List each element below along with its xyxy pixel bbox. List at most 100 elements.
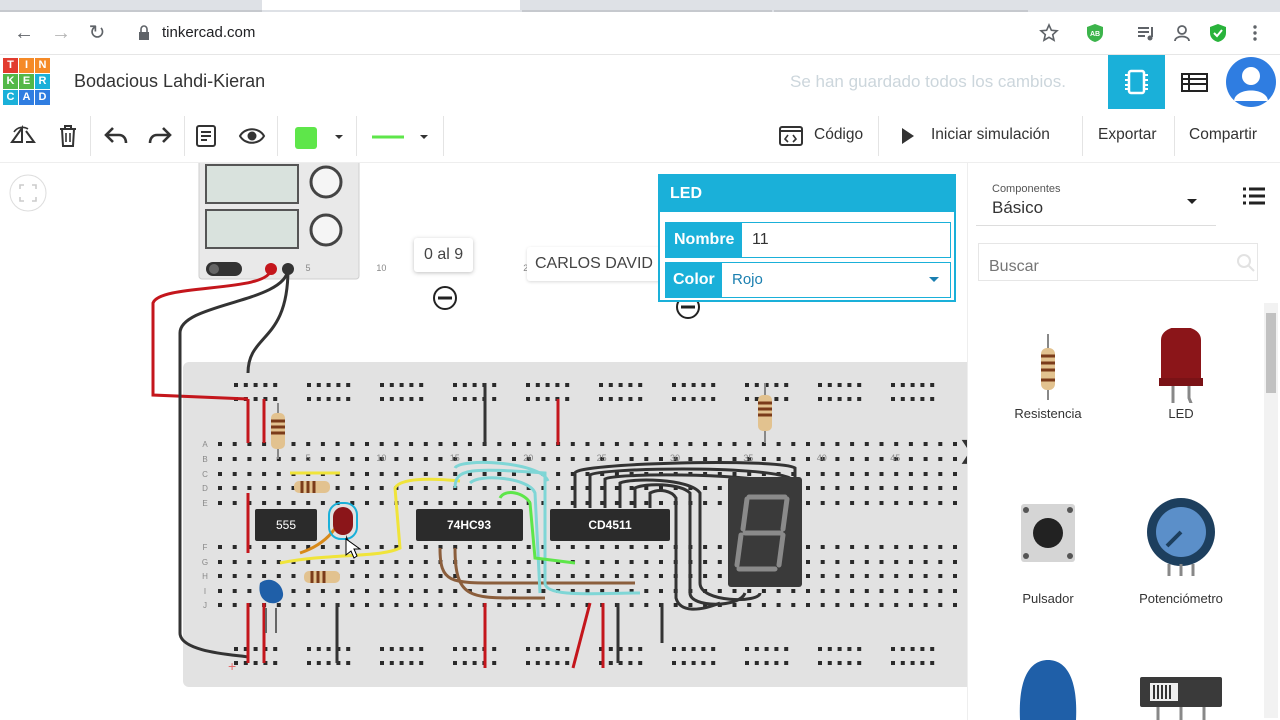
component-potentiometer[interactable]: Potenciómetro (1121, 498, 1241, 606)
export-button[interactable]: Exportar (1098, 126, 1157, 143)
browser-tab[interactable] (0, 0, 262, 12)
start-simulation-button[interactable]: Iniciar simulación (890, 110, 1070, 162)
components-scrollbar[interactable] (1264, 303, 1278, 718)
star-icon[interactable] (1039, 23, 1059, 43)
wire-black[interactable] (178, 268, 290, 659)
breadboard-hole (827, 661, 832, 665)
code-button[interactable]: Código (768, 110, 878, 162)
capacitor-component-icon[interactable] (1016, 658, 1080, 720)
capacitor[interactable] (259, 579, 284, 633)
wire-cyan[interactable] (453, 460, 550, 482)
annotation-note[interactable]: CARLOS DAVID (527, 247, 663, 281)
breadboard-hole (526, 545, 531, 549)
component-resistor[interactable]: Resistencia (988, 328, 1108, 421)
wire-red[interactable] (483, 399, 605, 669)
wire-black[interactable] (588, 467, 791, 508)
undo-icon[interactable] (103, 122, 129, 150)
circuit-workplane[interactable]: 5510101515202025253030353540404545 ABCDE… (0, 163, 967, 720)
back-arrow-icon[interactable]: ← (14, 22, 34, 44)
wire-style-icon[interactable] (370, 130, 406, 158)
reload-icon[interactable]: ↻ (88, 22, 106, 44)
components-category-dropdown[interactable] (976, 173, 1216, 226)
notes-icon[interactable] (194, 122, 218, 150)
browser-tab[interactable] (522, 0, 772, 12)
breadboard-hole (599, 397, 603, 401)
wire-brown[interactable] (438, 547, 635, 585)
breadboard-hole (541, 486, 546, 490)
chip-cd4511[interactable]: CD4511 (550, 509, 670, 541)
resistor[interactable] (304, 571, 340, 583)
scrollbar-thumb[interactable] (1266, 313, 1276, 393)
components-search-input[interactable] (978, 243, 1258, 281)
wire-green[interactable] (498, 491, 576, 565)
annotation-note[interactable]: 0 al 9 (414, 238, 474, 272)
resistor[interactable] (271, 403, 285, 459)
collapse-panel-chevron-icon[interactable]: ❯ (958, 436, 967, 464)
adblock-shield-icon[interactable]: AB (1085, 23, 1105, 43)
slide-switch-component-icon[interactable] (1138, 673, 1224, 720)
chip-555[interactable]: 555 (255, 509, 317, 541)
eye-icon[interactable] (238, 122, 266, 150)
wire-brown[interactable] (453, 547, 545, 600)
breadboard-hole (380, 647, 384, 651)
url-text[interactable]: tinkercad.com (162, 24, 256, 41)
wire-black[interactable] (618, 478, 762, 602)
wire-yellow[interactable] (279, 477, 461, 565)
wire-black[interactable] (246, 268, 290, 374)
power-supply[interactable] (198, 163, 360, 280)
breadboard-hole (307, 647, 311, 651)
breadboard-hole (218, 472, 222, 476)
share-button[interactable]: Compartir (1189, 126, 1258, 143)
wire-cyan[interactable] (468, 476, 542, 594)
fit-view-icon[interactable] (9, 174, 47, 212)
wire-black[interactable] (648, 489, 721, 611)
resistor[interactable] (758, 383, 772, 443)
fill-color-swatch[interactable] (295, 127, 317, 149)
profile-icon[interactable] (1172, 23, 1192, 43)
browser-tab[interactable] (774, 0, 1028, 12)
wire-black[interactable] (335, 383, 664, 663)
resistor[interactable] (294, 481, 330, 493)
wire-cyan[interactable] (453, 468, 641, 596)
breadboard-hole (585, 457, 590, 461)
redo-icon[interactable] (147, 122, 173, 150)
breadboard-hole (614, 574, 619, 578)
rotate-icon[interactable] (8, 122, 38, 150)
component-pushbutton[interactable]: Pulsador (988, 498, 1108, 606)
component-list-view-button[interactable] (1168, 55, 1220, 109)
chevron-down-icon[interactable] (332, 132, 346, 160)
inspector-name-input[interactable]: 11 (752, 231, 769, 248)
breadboard-hole (908, 486, 913, 490)
chevron-down-icon[interactable] (928, 276, 940, 284)
wire-black[interactable] (633, 483, 747, 606)
led-selected[interactable] (328, 502, 362, 559)
breadboard-hole (399, 661, 404, 665)
queue-music-icon[interactable] (1136, 23, 1156, 43)
seven-segment-display[interactable] (728, 477, 802, 587)
list-view-icon[interactable] (1242, 187, 1266, 205)
chevron-down-icon[interactable] (417, 132, 431, 160)
wire-red[interactable] (246, 399, 266, 663)
breadboard-column-number: 5 (305, 453, 310, 463)
chip-74hc93[interactable]: 74HC93 (416, 509, 523, 541)
shield-check-icon[interactable] (1208, 23, 1228, 43)
breadboard-hole (247, 442, 252, 446)
breadboard-hole (307, 661, 311, 665)
forward-arrow-icon[interactable]: → (51, 22, 71, 44)
trash-icon[interactable] (57, 122, 79, 150)
more-vert-icon[interactable] (1245, 23, 1265, 43)
circuit-drawing[interactable]: 5510101515202025253030353540404545 ABCDE… (0, 163, 967, 720)
annotation-pin[interactable] (433, 286, 457, 310)
breadboard-hole (350, 560, 355, 564)
circuit-view-button[interactable] (1108, 55, 1165, 109)
chip-label: 555 (276, 518, 296, 532)
wire-black[interactable] (573, 461, 797, 508)
inspector-color-select[interactable]: Rojo (732, 271, 763, 288)
user-avatar[interactable] (1226, 57, 1276, 107)
component-led[interactable]: LED (1121, 326, 1241, 421)
wire-red[interactable] (151, 268, 273, 401)
project-name[interactable]: Bodacious Lahdi-Kieran (74, 71, 266, 91)
browser-tab-active[interactable] (262, 0, 520, 10)
breadboard-column-number: 25 (597, 453, 607, 463)
